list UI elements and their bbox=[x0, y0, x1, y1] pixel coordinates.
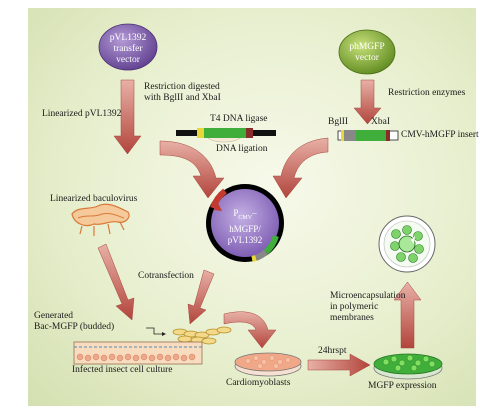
plasmid-line1: PCMV– bbox=[233, 208, 257, 221]
t4-ligase-dna bbox=[176, 128, 276, 143]
microencap-line3: membranes bbox=[330, 313, 374, 323]
phmgfp-label: phMGFP vector bbox=[338, 42, 396, 64]
arrow-curve-right bbox=[272, 137, 329, 199]
linearized-baculo-label: Linearized baculovirus bbox=[50, 194, 138, 204]
baculovirus-icon bbox=[71, 203, 130, 236]
arrow-to-cardiomyoblasts bbox=[223, 311, 277, 349]
bglii-label: BglII bbox=[328, 117, 349, 127]
insert-dna bbox=[337, 130, 399, 141]
infected-culture-label: Infected insect cell culture bbox=[72, 365, 173, 375]
insert-label: CMV-hMGFP insert bbox=[401, 130, 479, 140]
plasmid-node bbox=[206, 184, 284, 262]
arrow-24hrspt bbox=[307, 353, 371, 377]
plasmid-label: PCMV– hMGFP/ pVL1392 bbox=[216, 208, 274, 246]
pvl1392-line3: vector bbox=[116, 55, 140, 65]
arrow-cotransfection bbox=[187, 269, 215, 325]
phmgfp-line1: phMGFP bbox=[349, 42, 385, 52]
arrow-pvl-down bbox=[113, 79, 142, 155]
pvl1392-line1: pVL1392 bbox=[109, 33, 147, 43]
xbai-label: XbaI bbox=[371, 117, 390, 127]
mgfp-expression-dish bbox=[373, 353, 443, 380]
microencap-label: Microencapsulation in polymeric membrane… bbox=[330, 291, 405, 324]
t4-ligase-label: T4 DNA ligase bbox=[210, 114, 268, 124]
generated-label: Generated Bac-MGFP (budded) bbox=[34, 311, 114, 333]
cardiomyoblast-dish bbox=[234, 352, 302, 377]
diagram-graphics bbox=[71, 23, 443, 380]
microcapsule-dish bbox=[378, 215, 436, 273]
arrow-curve-left bbox=[159, 140, 225, 199]
restriction-enzymes-label: Restriction enzymes bbox=[388, 88, 466, 98]
cardiomyoblasts-label: Cardiomyoblasts bbox=[226, 378, 291, 388]
generated-arrow bbox=[146, 327, 162, 335]
diagram-canvas: pVL1392 transfer vector phMGFP vector Re… bbox=[28, 8, 479, 406]
pvl1392-line2: transfer bbox=[113, 44, 143, 54]
microencap-line2: in polymeric bbox=[330, 302, 379, 312]
arrow-up-microencap bbox=[393, 281, 422, 349]
phmgfp-line2: vector bbox=[355, 53, 379, 63]
arrow-baculo-down bbox=[97, 243, 135, 321]
restriction-digest-label: Restriction digested with BglII and XbaI bbox=[144, 82, 221, 104]
virus-particles bbox=[172, 326, 232, 345]
phmgfp-node bbox=[338, 29, 396, 75]
generated-line1: Generated bbox=[34, 311, 74, 321]
arrow-phmgfp-down bbox=[353, 79, 382, 125]
microencap-line1: Microencapsulation bbox=[330, 291, 406, 301]
generated-line2: Bac-MGFP (budded) bbox=[34, 322, 115, 332]
linearized-pvl-label: Linearized pVL1392 bbox=[42, 109, 122, 119]
infected-culture-tray bbox=[73, 341, 203, 365]
dna-ligation-label: DNA ligation bbox=[216, 144, 268, 154]
restriction-digest-line1: Restriction digested bbox=[144, 82, 220, 92]
hrspt-label: 24hrspt bbox=[318, 346, 347, 356]
cotransfection-label: Cotransfection bbox=[138, 271, 194, 281]
plasmid-line3: pVL1392 bbox=[227, 234, 263, 245]
plasmid-line2: hMGFP/ bbox=[229, 223, 261, 234]
restriction-digest-line2: with BglII and XbaI bbox=[144, 93, 221, 103]
pvl1392-label: pVL1392 transfer vector bbox=[99, 33, 157, 66]
mgfp-expression-label: MGFP expression bbox=[368, 381, 437, 391]
pvl1392-node bbox=[98, 23, 158, 71]
